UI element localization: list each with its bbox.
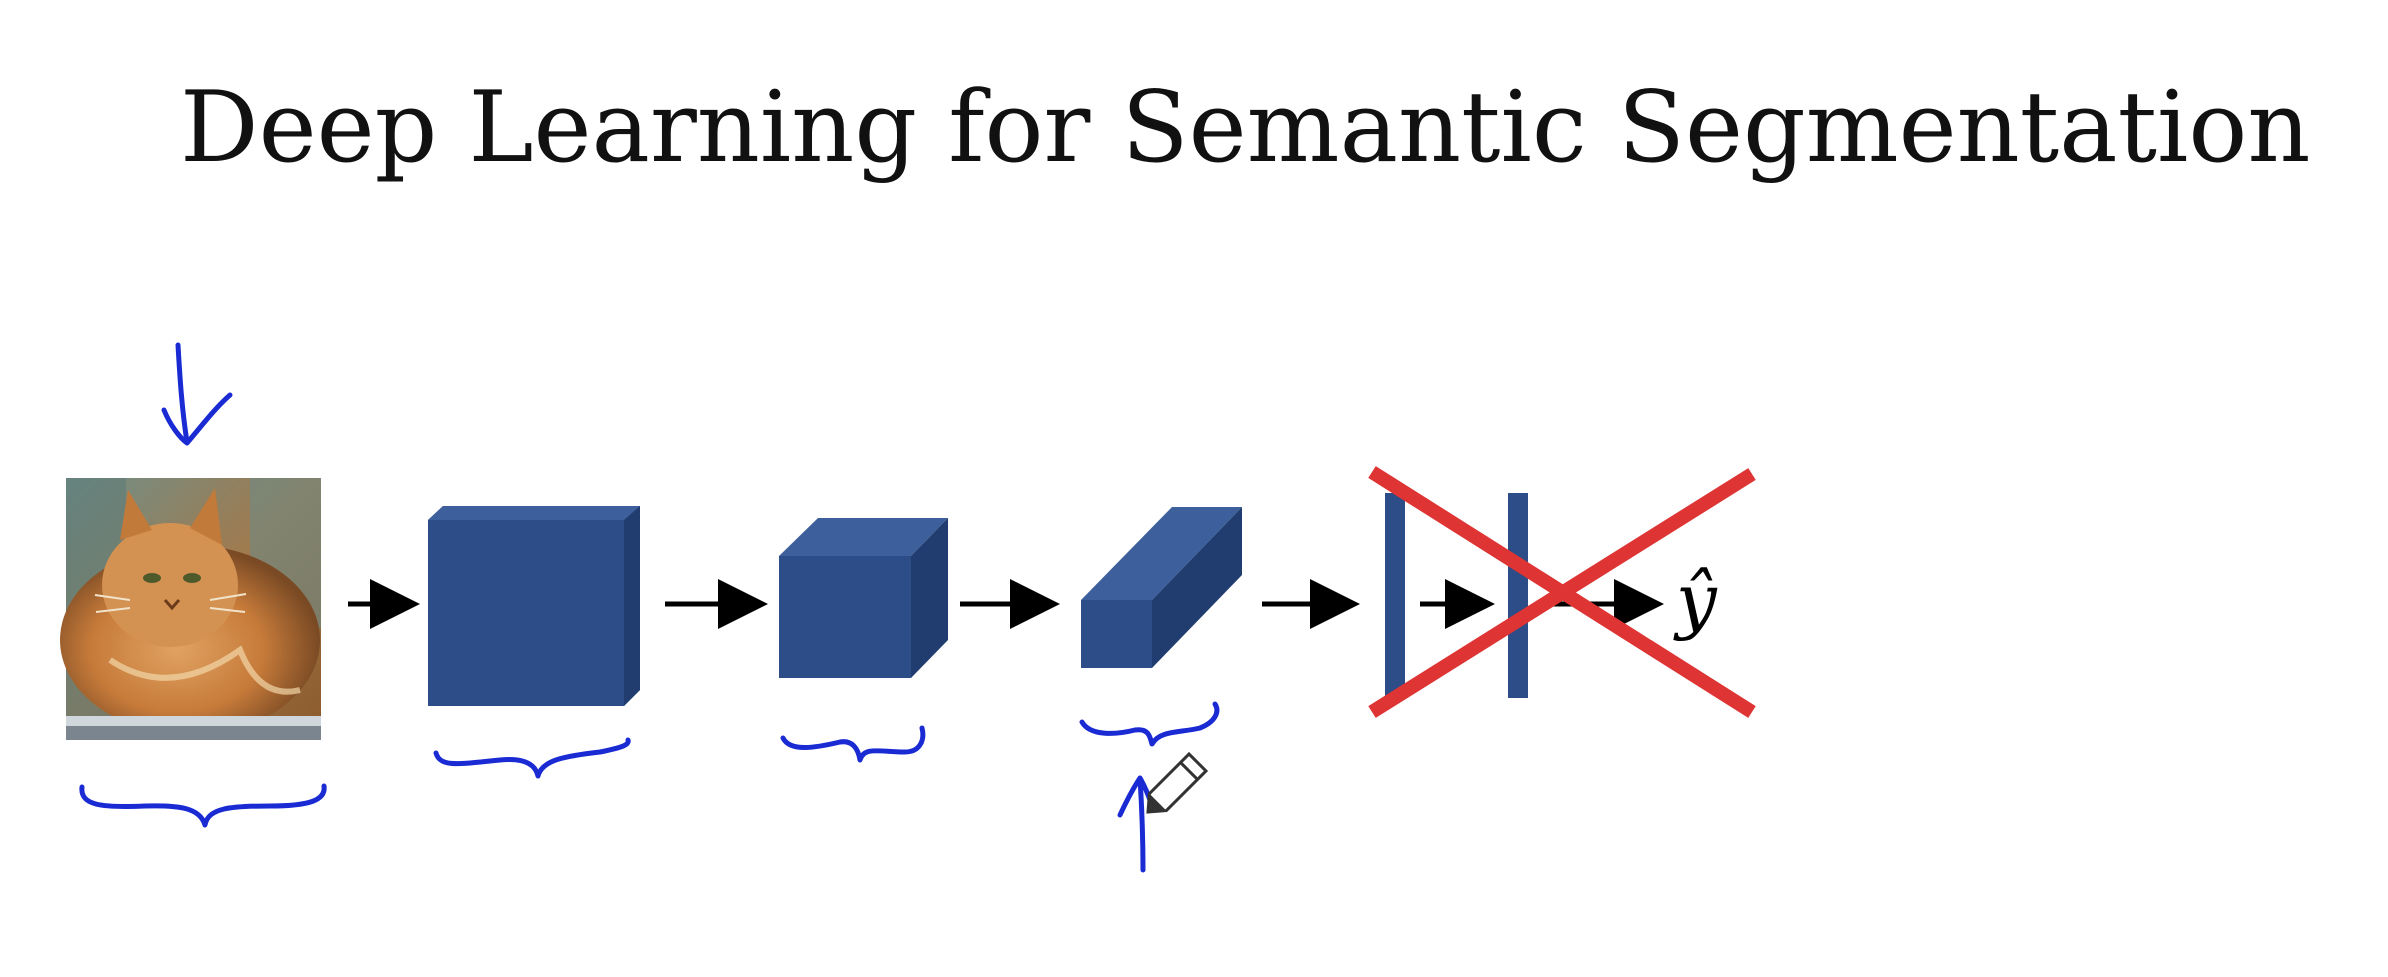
cross-out-mark <box>1368 466 1756 718</box>
brace-under-volume-3 <box>1079 701 1220 747</box>
feature-volume-2 <box>779 518 948 678</box>
input-pointer-arrow <box>161 342 233 446</box>
output-yhat: ŷ <box>1673 558 1718 642</box>
brace-under-input <box>79 783 327 828</box>
pen-cursor-icon <box>1146 751 1209 814</box>
brace-under-volume-1 <box>433 737 631 779</box>
fc-layer-2 <box>1508 493 1528 698</box>
input-cat-image <box>60 478 321 740</box>
slide-title: Deep Learning for Semantic Segmentation <box>180 71 2311 185</box>
feature-volume-1 <box>428 506 640 706</box>
pointer-up-arrow <box>1117 775 1155 873</box>
brace-under-volume-2 <box>780 725 926 763</box>
feature-volume-3 <box>1081 507 1242 668</box>
fc-layer-1 <box>1385 493 1405 698</box>
